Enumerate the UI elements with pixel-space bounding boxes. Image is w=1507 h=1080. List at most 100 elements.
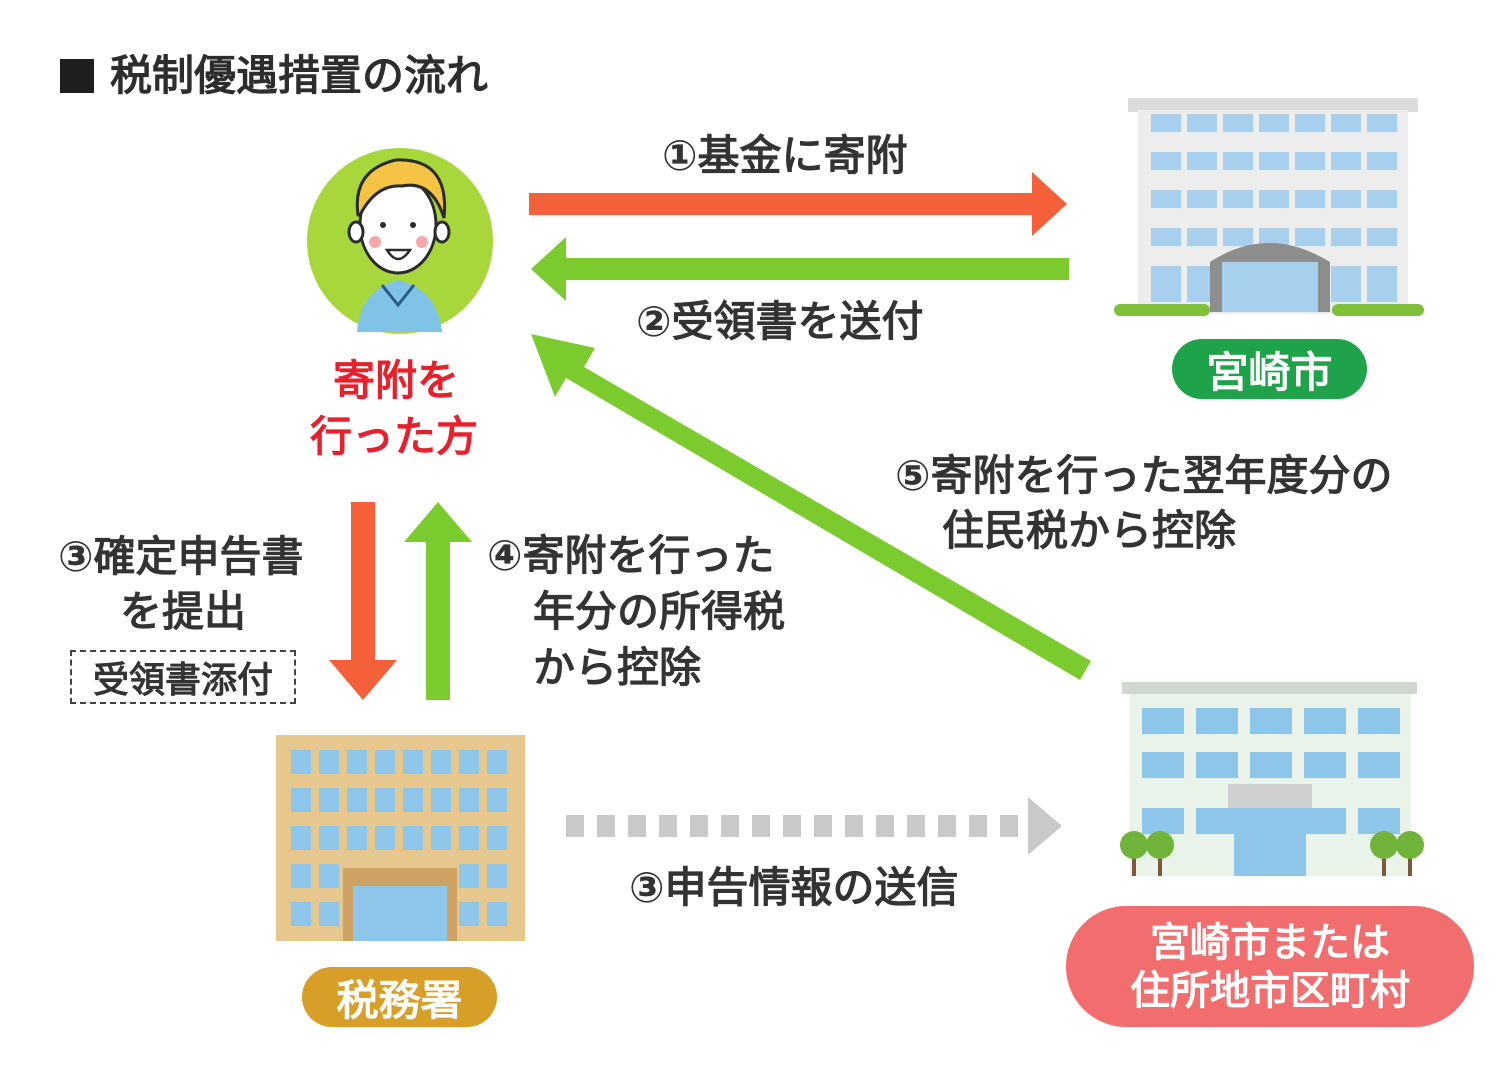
dotted-arrow-segment	[907, 815, 925, 837]
step3-label-line2: を提出	[120, 587, 247, 636]
tax-office-window	[319, 826, 339, 850]
step4-label-line1: ④寄附を行った	[487, 531, 775, 580]
tax-office-window	[319, 788, 339, 812]
city-window	[1151, 228, 1181, 246]
arrow-donate-to-city	[529, 172, 1067, 236]
donor-label-line2: 行った方	[310, 412, 479, 461]
tax-office-window	[459, 826, 479, 850]
tax-office-window	[347, 826, 367, 850]
step3b-label: ③申告情報の送信	[629, 863, 959, 912]
city-window	[1223, 190, 1253, 208]
tax-office-window	[403, 826, 423, 850]
municipality-window	[1196, 708, 1238, 734]
arrow-info-transfer	[566, 797, 1062, 855]
tax-office-building	[276, 735, 525, 941]
city-window	[1223, 152, 1253, 170]
tax-office-window	[291, 750, 311, 774]
step4-label-line2: 年分の所得税	[533, 587, 786, 636]
municipality-window	[1142, 708, 1184, 734]
municipality-label-line2: 住所地市区町村	[1130, 967, 1410, 1014]
tax-office-window	[319, 750, 339, 774]
city-window	[1295, 114, 1325, 132]
municipality-window	[1142, 808, 1184, 834]
municipality-window	[1358, 808, 1400, 834]
tax-office-window	[487, 750, 507, 774]
step5-label-line2: 住民税から控除	[942, 506, 1237, 555]
municipality-label-line1: 宮崎市または	[1150, 919, 1390, 966]
city-window	[1367, 152, 1397, 170]
tax-office-window	[459, 864, 479, 888]
municipality-window	[1358, 708, 1400, 734]
tax-office-window	[347, 788, 367, 812]
tax-office-window	[375, 788, 395, 812]
municipality-building	[1120, 682, 1424, 876]
city-window	[1259, 190, 1289, 208]
city-label: 宮崎市	[1206, 347, 1333, 397]
dotted-arrow-segment	[969, 815, 987, 837]
tax-office-window	[319, 902, 339, 926]
tax-office-window	[291, 902, 311, 926]
dotted-arrow-segment	[938, 815, 956, 837]
tax-office-window	[291, 826, 311, 850]
arrow-receipt-to-donor	[531, 237, 1069, 301]
tax-office-label: 税務署	[336, 975, 463, 1025]
city-window	[1331, 228, 1361, 246]
city-window	[1295, 152, 1325, 170]
receipt-attached-note: 受領書添付	[70, 650, 296, 704]
city-window	[1223, 228, 1253, 246]
city-window	[1187, 114, 1217, 132]
arrow-resident-tax-deduction	[531, 334, 1091, 680]
tax-office-window	[459, 902, 479, 926]
city-window	[1331, 190, 1361, 208]
dotted-arrow-segment	[783, 815, 801, 837]
city-hall-building	[1114, 98, 1424, 316]
city-window	[1367, 266, 1397, 302]
city-window	[1223, 114, 1253, 132]
tax-office-window	[459, 788, 479, 812]
tax-office-window	[403, 788, 423, 812]
municipality-window	[1142, 752, 1184, 778]
step1-label: ①基金に寄附	[662, 131, 908, 180]
tax-office-window	[291, 864, 311, 888]
city-pill: 宮崎市	[1172, 339, 1367, 399]
dotted-arrow-segment	[566, 815, 584, 837]
dotted-arrow-segment	[690, 815, 708, 837]
arrow-filing-to-tax-office	[329, 502, 397, 700]
tax-office-window	[487, 826, 507, 850]
city-window	[1259, 152, 1289, 170]
city-window	[1367, 190, 1397, 208]
city-window	[1367, 228, 1397, 246]
city-window	[1331, 152, 1361, 170]
tax-office-pill: 税務署	[302, 967, 497, 1027]
municipality-window	[1196, 752, 1238, 778]
city-window	[1295, 190, 1325, 208]
tax-office-window	[487, 864, 507, 888]
step4-label-line3: から控除	[533, 643, 702, 692]
city-window	[1151, 266, 1181, 302]
donor-avatar	[307, 148, 493, 334]
city-window	[1187, 228, 1217, 246]
arrow-income-tax-deduction	[404, 502, 472, 700]
dotted-arrow-segment	[721, 815, 739, 837]
dotted-arrow-segment	[628, 815, 646, 837]
municipality-window	[1358, 752, 1400, 778]
title-text: 税制優遇措置の流れ	[110, 51, 489, 100]
city-window	[1367, 114, 1397, 132]
city-window	[1187, 190, 1217, 208]
tax-office-window	[347, 750, 367, 774]
city-window	[1259, 114, 1289, 132]
donor-label-line1: 寄附を	[333, 356, 460, 405]
page-title: 税制優遇措置の流れ	[60, 51, 489, 100]
city-window	[1259, 228, 1289, 246]
municipality-window	[1250, 752, 1292, 778]
city-window	[1331, 266, 1361, 302]
municipality-window	[1304, 752, 1346, 778]
step2-label: ②受領書を送付	[636, 297, 924, 346]
city-window	[1151, 190, 1181, 208]
title-bullet-square	[60, 59, 94, 93]
municipality-window	[1196, 808, 1238, 834]
dotted-arrow-segment	[876, 815, 894, 837]
dotted-arrow-segment	[597, 815, 615, 837]
step5-label-line1: ⑤寄附を行った翌年度分の	[895, 451, 1393, 500]
city-window	[1331, 114, 1361, 132]
